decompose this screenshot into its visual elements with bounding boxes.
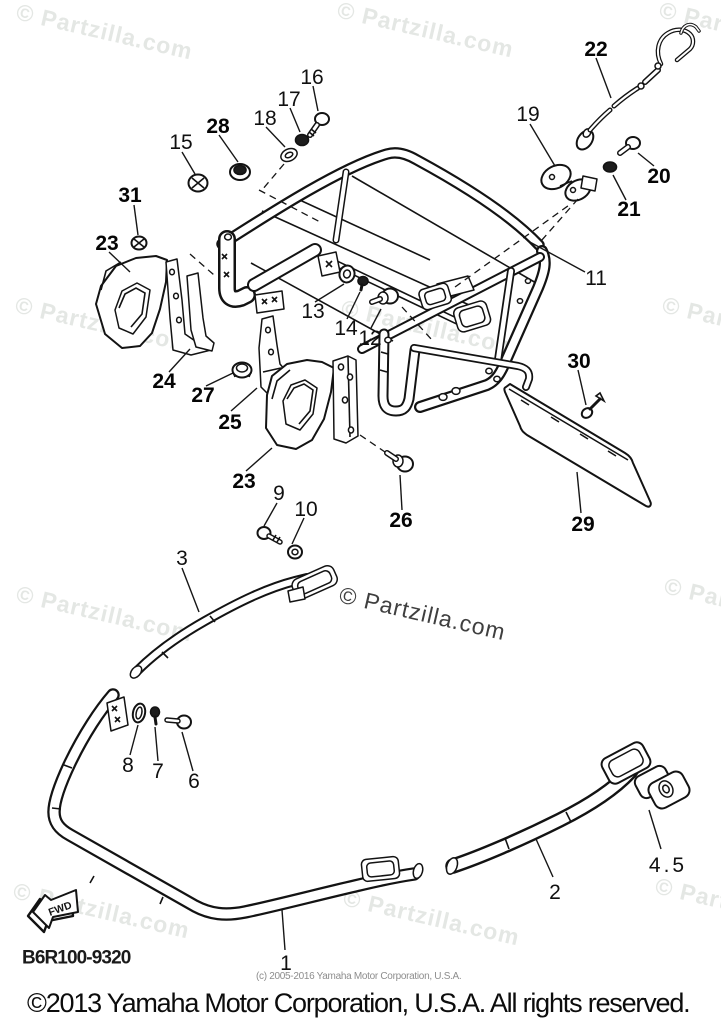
svg-text:(c) 2005-2016 Yamaha Motor Cor: (c) 2005-2016 Yamaha Motor Corporation, … — [256, 971, 461, 982]
svg-text:9: 9 — [273, 482, 285, 505]
svg-text:20: 20 — [647, 165, 670, 188]
svg-text:14: 14 — [334, 317, 358, 340]
svg-text:18: 18 — [253, 107, 276, 130]
svg-text:31: 31 — [118, 184, 142, 207]
svg-text:13: 13 — [301, 300, 324, 323]
svg-text:B6R100-9320: B6R100-9320 — [22, 948, 131, 969]
svg-text:21: 21 — [617, 198, 641, 221]
svg-text:26: 26 — [389, 509, 412, 532]
svg-text:15: 15 — [169, 131, 192, 154]
svg-text:16: 16 — [300, 66, 323, 89]
svg-text:6: 6 — [188, 770, 200, 793]
svg-text:23: 23 — [232, 470, 255, 493]
svg-text:29: 29 — [571, 513, 594, 536]
svg-text:25: 25 — [218, 411, 242, 434]
svg-text:8: 8 — [122, 754, 134, 777]
svg-text:19: 19 — [516, 103, 539, 126]
svg-text:12: 12 — [358, 327, 381, 350]
svg-text:22: 22 — [584, 38, 607, 61]
svg-text:7: 7 — [152, 760, 164, 783]
svg-text:11: 11 — [585, 267, 607, 290]
svg-text:30: 30 — [567, 350, 590, 373]
svg-text:17: 17 — [277, 88, 300, 111]
svg-text:©2013 Yamaha Motor Corporation: ©2013 Yamaha Motor Corporation, U.S.A. A… — [27, 988, 689, 1018]
svg-text:27: 27 — [191, 384, 214, 407]
svg-text:10: 10 — [294, 498, 317, 521]
svg-text:4.5: 4.5 — [649, 854, 687, 877]
svg-text:2: 2 — [549, 881, 561, 904]
svg-text:23: 23 — [95, 232, 118, 255]
svg-text:1: 1 — [280, 952, 292, 975]
svg-text:3: 3 — [176, 547, 188, 570]
svg-text:24: 24 — [152, 370, 176, 393]
svg-text:28: 28 — [206, 115, 230, 138]
